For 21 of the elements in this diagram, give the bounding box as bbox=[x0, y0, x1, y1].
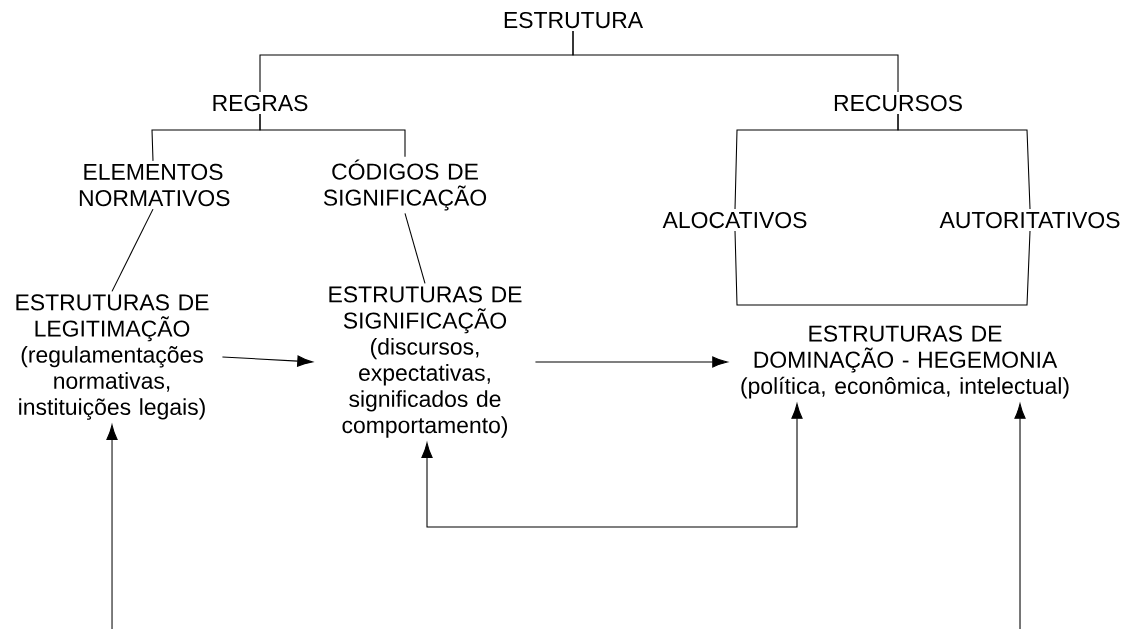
connector-line bbox=[572, 30, 899, 93]
structure-label: ESTRUTURAS DE DOMINAÇÃO - HEGEMONIA (política, econômica, intelectual) bbox=[741, 325, 1069, 399]
arrow bbox=[534, 356, 728, 368]
category-label: ALOCATIVOS bbox=[662, 211, 807, 229]
arrow bbox=[421, 403, 803, 528]
category-label: REGRAS bbox=[213, 94, 308, 112]
category-label: AUTORITATIVOS bbox=[939, 211, 1120, 229]
heading-text: ESTRUTURA bbox=[504, 11, 644, 29]
arrow bbox=[221, 355, 313, 367]
arrow bbox=[106, 424, 118, 629]
category-label: RECURSOS bbox=[834, 94, 962, 112]
category-label: CÓDIGOS DE SIGNIFICAÇÃO bbox=[323, 159, 487, 211]
connector-line bbox=[897, 113, 1031, 210]
connector-line bbox=[734, 230, 1031, 306]
connector-line bbox=[259, 113, 406, 158]
connector-line bbox=[111, 208, 154, 292]
structure-label: ESTRUTURAS DE SIGNIFICAÇÃO (discursos, expectativas, significados de comportamento) bbox=[329, 286, 522, 438]
category-label: ELEMENTOS NORMATIVOS bbox=[79, 163, 230, 207]
structure-label: ESTRUTURAS DE LEGITIMAÇÃO (regulamentações normativas, instituições legais) bbox=[16, 294, 209, 420]
connector-line bbox=[404, 212, 426, 284]
arrow bbox=[1014, 403, 1026, 629]
